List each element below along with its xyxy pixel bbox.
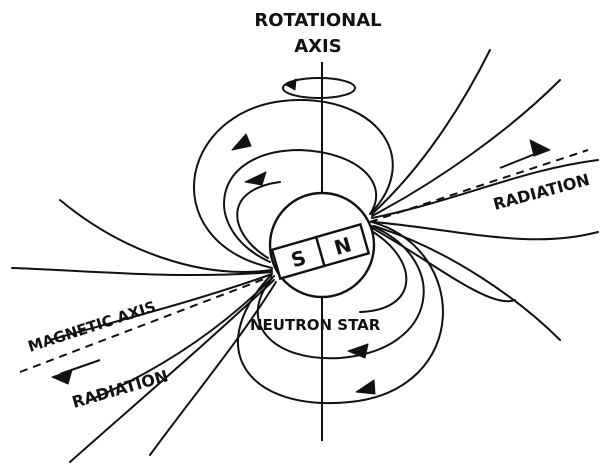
field-line-open-left-5 <box>70 280 274 462</box>
rotational-axis-label-line2: AXIS <box>294 36 341 57</box>
field-arrow-lower-2 <box>356 380 375 394</box>
radiation-arrow-left <box>52 370 72 384</box>
radiation-arrow-right <box>530 140 550 156</box>
field-line-open-right-1 <box>372 50 490 214</box>
field-line-open-right-5 <box>374 226 560 340</box>
field-line-open-left-1 <box>60 200 272 272</box>
rotational-axis-label-line1: ROTATIONAL <box>254 10 381 31</box>
neutron-star-label: NEUTRON STAR <box>250 316 381 334</box>
radiation-label-left: RADIATION <box>70 366 170 412</box>
radiation-arrow-left-shaft <box>60 360 100 374</box>
field-arrow-upper-1 <box>232 134 251 150</box>
field-arrow-upper-2 <box>245 172 266 185</box>
radiation-arrow-right-shaft <box>500 152 540 168</box>
magnetic-axis-line-left <box>20 276 272 372</box>
rotation-indicator-arrow <box>286 79 296 90</box>
field-line-open-right-4 <box>374 222 598 239</box>
